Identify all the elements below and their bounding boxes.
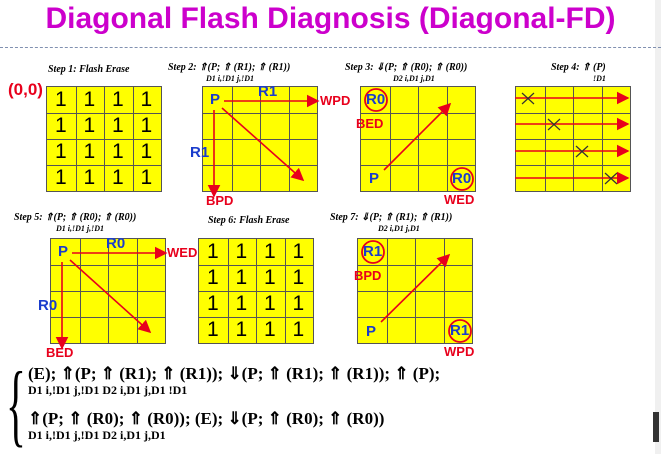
g5-hline [51,317,165,318]
cell-value: 1 [235,266,248,289]
g2-hline [203,139,317,140]
page-title: Diagonal Flash Diagnosis (Diagonal-FD) [45,2,616,35]
title-divider [0,47,661,48]
g4-vline [601,87,603,191]
cell-value: 1 [112,140,124,163]
g2-r1-label-top: R1 [258,83,278,100]
cell-value: 1 [140,140,153,163]
cell-value: 1 [140,88,153,111]
cell-value: 1 [264,292,276,315]
formula-brace: { [6,353,26,455]
origin-label: (0,0) [8,80,43,99]
g2-r1-label-left: R1 [190,144,210,161]
g3-r0-label-bottom: R0 [452,170,472,187]
cell-value: 1 [140,166,153,189]
formula-line1: (E); ⇑(P; ⇑ (R1); ⇑ (R1)); ⇓(P; ⇑ (R1); … [28,364,441,383]
g5-vline [136,239,138,343]
g7-r1-label-top: R1 [363,243,383,260]
cell-value: 1 [112,166,124,189]
cell-value: 1 [207,266,219,289]
cell-value: 1 [207,292,219,315]
g1-hline [47,139,161,140]
slide-corner-mark [653,412,659,442]
g1-vline [132,87,134,191]
grid-step4 [515,86,631,192]
step3-sublabel: D2 i,D1 j,D1 [393,74,435,83]
g6-vline [284,239,286,343]
step7-sublabel: D2 i,D1 j,D1 [378,224,420,233]
g3-r0-label-top: R0 [366,91,386,108]
step7-label: Step 7: ⇓(P; ⇑ (R1); ⇑ (R1)) [330,212,453,223]
cell-value: 1 [264,266,276,289]
cell-value: 1 [112,114,124,137]
step2-sublabel: D1 i,!D1 j,!D1 [206,74,255,83]
step2-label: Step 2: ⇑(P; ⇑ (R1); ⇑ (R1)) [168,62,291,73]
g5-r0-label-left: R0 [38,297,58,314]
step1-label: Step 1: Flash Erase [48,64,130,75]
g3-bed-label: BED [356,116,384,131]
formula-line1-subscripts: D1 i,!D1 j,!D1 D2 i,D1 j,D1 !D1 [28,383,188,397]
g5-r0-label-top: R0 [106,235,126,252]
step3-label: Step 3: ⇓(P; ⇑ (R0); ⇑ (R0)) [345,62,468,73]
g7-hline [358,317,472,318]
g3-wed-label: WED [444,192,475,207]
right-scroll-strip [655,0,661,454]
cell-value: 1 [83,166,96,189]
g5-bed-label: BED [46,345,74,360]
formula-line2: ⇑(P; ⇑ (R0); ⇑ (R0)); (E); ⇓(P; ⇑ (R0); … [28,409,385,428]
g6-hline [199,317,313,318]
cell-value: 1 [235,318,248,341]
step4-sublabel: !D1 [593,74,606,83]
g7-wpd-label: WPD [444,344,475,359]
g5-hline [51,291,165,292]
cell-value: 1 [264,318,276,341]
cell-value: 1 [292,240,305,263]
g2-bpd-label: BPD [206,193,234,208]
g2-hline [203,165,317,166]
g3-vline [446,87,448,191]
g7-bpd-label: BPD [354,268,382,283]
g7-r1-label-bottom: R1 [450,322,470,339]
g4-hline [516,165,630,166]
g3-p-label: P [369,170,380,187]
cell-value: 1 [112,88,124,111]
cell-value: 1 [55,166,67,189]
g2-p-label: P [210,91,221,108]
g5-p-label: P [58,243,69,260]
step6-label: Step 6: Flash Erase [208,215,290,226]
g6-hline [199,291,313,292]
g1-hline [47,165,161,166]
formula-line2-subscripts: D1 i,!D1 j,!D1 D2 i,D1 j,D1 [28,428,166,442]
cell-value: 1 [207,240,219,263]
cell-value: 1 [55,114,67,137]
cell-value: 1 [235,292,248,315]
step4-label: Step 4: ⇑ (P) [551,62,606,73]
cell-value: 1 [292,266,305,289]
g5-wed-label: WED [167,245,198,260]
g2-wpd-label: WPD [320,93,351,108]
g3-hline [361,165,475,166]
cell-value: 1 [55,88,67,111]
cell-value: 1 [55,140,67,163]
g3-hline [361,139,475,140]
cell-value: 1 [292,292,305,315]
cell-value: 1 [235,240,248,263]
cell-value: 1 [83,114,96,137]
step5-label: Step 5: ⇑(P; ⇑ (R0); ⇑ (R0)) [14,212,137,223]
cell-value: 1 [83,140,96,163]
cell-value: 1 [140,114,153,137]
g7-vline [443,239,445,343]
cell-value: 1 [264,240,276,263]
g2-vline [288,87,290,191]
cell-value: 1 [207,318,219,341]
g7-hline [358,291,472,292]
cell-value: 1 [292,318,305,341]
g4-hline [516,139,630,140]
cell-value: 1 [83,88,96,111]
g7-p-label: P [366,323,377,340]
step5-sublabel: D1 i,!D1 j,!D1 [56,224,105,233]
